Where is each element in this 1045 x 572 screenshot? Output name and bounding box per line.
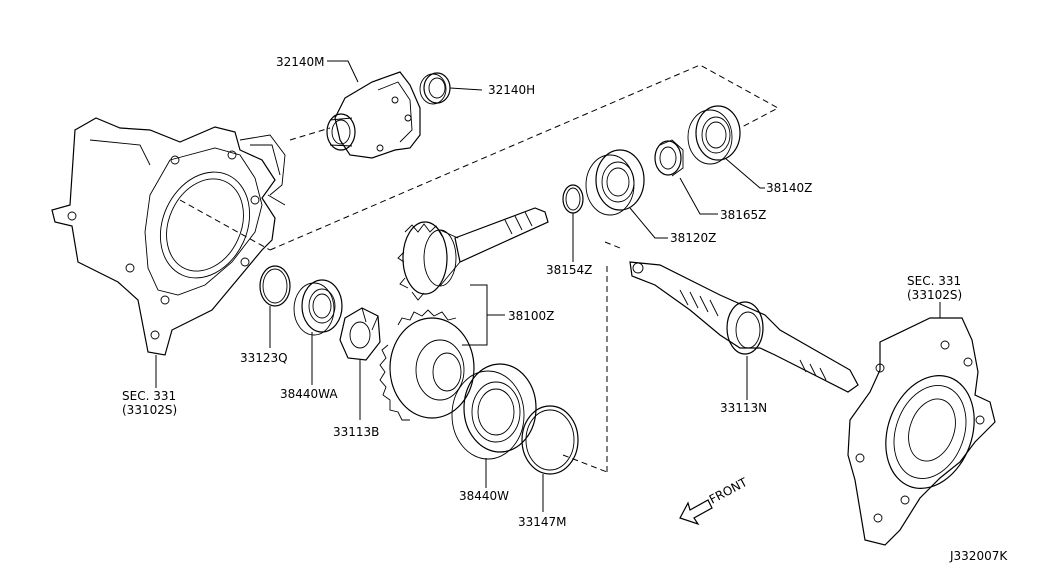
label-sec-left-1: SEC. 331	[122, 389, 176, 403]
diagram-code: J332007K	[949, 549, 1008, 563]
label-32140H: 32140H	[488, 83, 535, 97]
oring-33147M	[521, 405, 579, 475]
label-38165Z: 38165Z	[720, 208, 766, 222]
label-38154Z: 38154Z	[546, 263, 592, 277]
bearing-38440W	[451, 363, 537, 460]
right-housing	[847, 317, 996, 546]
front-arrow	[679, 499, 713, 526]
adapter-32140M	[326, 71, 421, 159]
label-sec-right-1: SEC. 331	[907, 274, 961, 288]
label-33113N: 33113N	[720, 401, 767, 415]
snap-ring-38154Z	[562, 184, 584, 214]
bearing-38140Z	[687, 105, 741, 165]
seal-32140H	[419, 72, 451, 105]
left-housing	[51, 117, 286, 356]
label-38140Z: 38140Z	[766, 181, 812, 195]
label-33123Q: 33123Q	[240, 351, 288, 365]
oring-33123Q	[259, 265, 291, 307]
leader-lines	[155, 60, 941, 512]
label-sec-right-2: (33102S)	[907, 288, 962, 302]
label-front: FRONT	[707, 475, 750, 507]
ring-gear	[379, 309, 475, 421]
part-labels: 32140M 32140H 38140Z 38165Z 38120Z 38154…	[122, 55, 1008, 563]
label-sec-left-2: (33102S)	[122, 403, 177, 417]
label-33113B: 33113B	[333, 425, 379, 439]
label-38440W: 38440W	[459, 489, 509, 503]
bearing-38120Z	[585, 149, 645, 216]
pinion-gear-38100Z	[397, 207, 549, 301]
shaft-33113N	[629, 261, 859, 393]
label-32140M: 32140M	[276, 55, 325, 69]
nut-33113B	[339, 307, 381, 361]
label-38440WA: 38440WA	[280, 387, 338, 401]
shim-38165Z	[654, 139, 684, 177]
label-38120Z: 38120Z	[670, 231, 716, 245]
bearing-38440WA	[293, 279, 343, 336]
label-33147M: 33147M	[518, 515, 567, 529]
label-38100Z: 38100Z	[508, 309, 554, 323]
assembly-guide-lines	[179, 64, 780, 473]
